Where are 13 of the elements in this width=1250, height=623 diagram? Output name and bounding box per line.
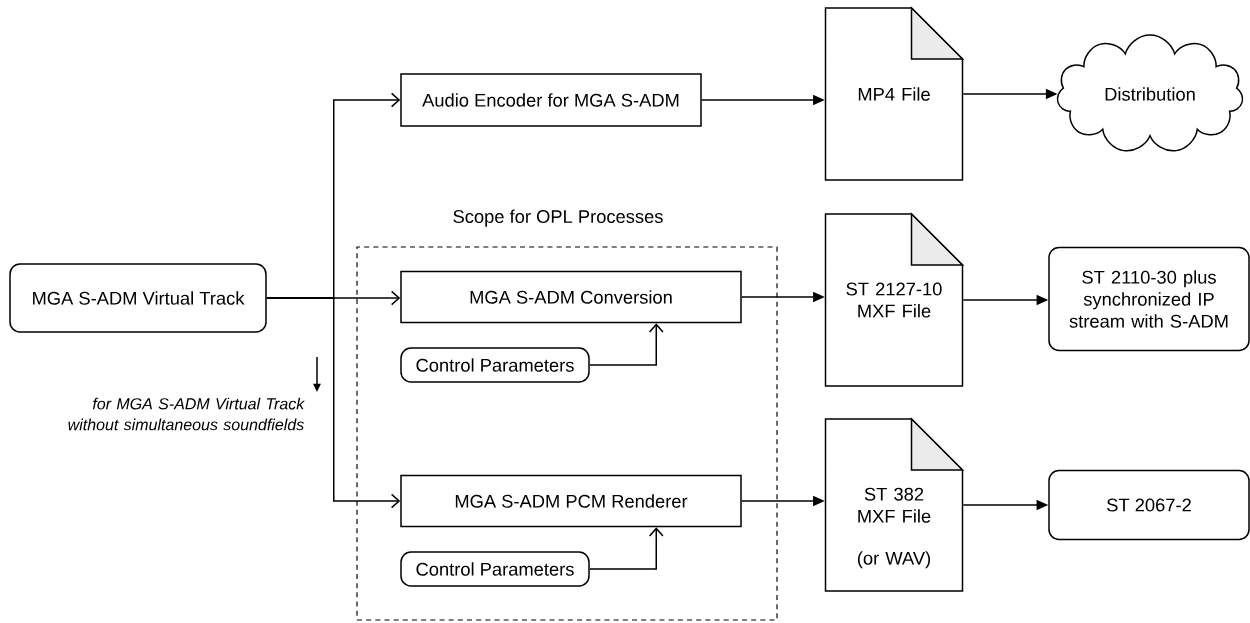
arrow <box>589 323 664 366</box>
arrow <box>266 297 401 509</box>
rounded-box: ST 2110-30 plus synchronized IP stream with S-ADM <box>1048 246 1250 352</box>
arrow <box>589 527 664 570</box>
process-box: Audio Encoder for MGA S-ADM <box>400 73 702 127</box>
rounded-box: MGA S-ADM Virtual Track <box>9 263 267 333</box>
rounded-box: ST 2067-2 <box>1048 469 1250 541</box>
scope-title: Scope for OPL Processes <box>453 209 663 227</box>
note-text: for MGA S-ADM Virtual Track without simultaneous soundfields <box>68 397 305 431</box>
rounded-box: Control Parameters <box>400 551 590 587</box>
process-box: MGA S-ADM PCM Renderer <box>400 474 742 528</box>
process-box: MGA S-ADM Conversion <box>400 270 742 324</box>
rounded-box: Control Parameters <box>400 347 590 383</box>
